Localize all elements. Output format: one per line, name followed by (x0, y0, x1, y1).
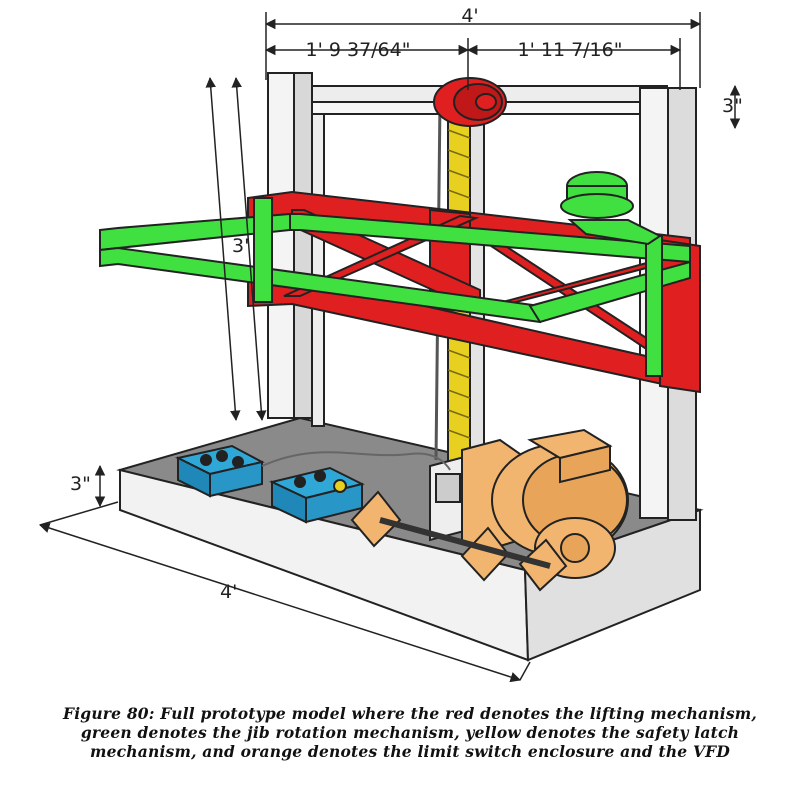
dim-left-span: 1' 9 37/64" (306, 39, 411, 61)
wiring (261, 451, 451, 471)
lifting-mechanism (247, 190, 701, 394)
dim-base-length: 4' (220, 581, 237, 603)
figure-caption: Figure 80: Full prototype model where th… (63, 704, 757, 761)
dim-right-span: 1' 11 7/16" (518, 39, 623, 61)
control-box-left (175, 444, 265, 498)
dim-top-width: 4' (461, 5, 478, 27)
motor-and-drive (350, 428, 629, 592)
vfd-unit (429, 454, 469, 542)
dimension-lines (39, 12, 741, 683)
dim-left-height: 3' (232, 235, 249, 257)
dim-top-right-height: 3" (722, 95, 743, 117)
dim-base-height: 3" (70, 473, 91, 495)
prototype-model-figure: 4' 1' 9 37/64" 1' 11 7/16" 3" 3' 3" 4' (39, 5, 743, 683)
control-box-right (269, 466, 365, 524)
